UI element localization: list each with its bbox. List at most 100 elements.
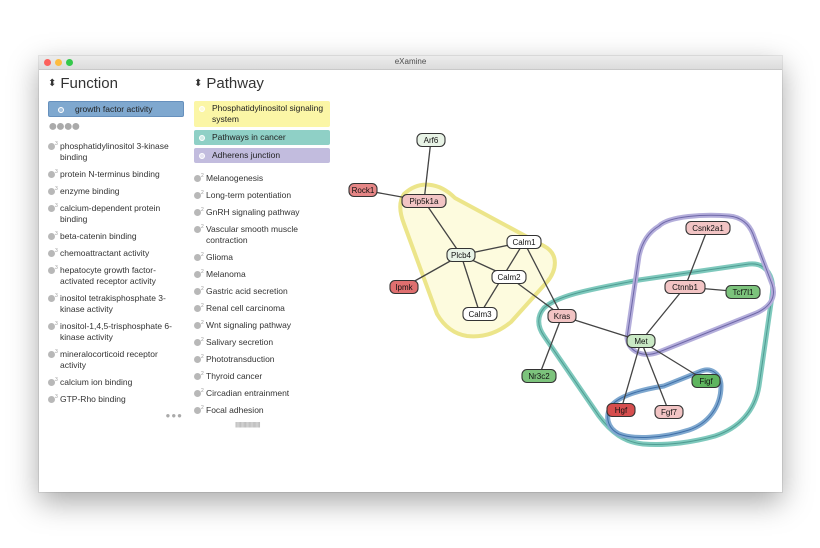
pathway-selected-label: Adherens junction: [212, 150, 281, 160]
item-count: 3: [55, 203, 58, 209]
item-count: 2: [201, 337, 204, 343]
edge-kras-nr3c2: [538, 315, 563, 377]
node-box: [654, 404, 684, 420]
node-ipmk[interactable]: Ipmk: [389, 279, 419, 295]
bullet-icon: [194, 305, 201, 312]
pathways-in-cancer-hull-outline: [538, 263, 774, 445]
item-count: 2: [201, 388, 204, 394]
pathway-selected-label: Pathways in cancer: [212, 132, 286, 142]
item-label: Circadian entrainment: [206, 388, 290, 398]
pathway-scroll-indicator[interactable]: ||||||||||||||||||||||||||||||||||||||||…: [235, 422, 261, 428]
node-calm2[interactable]: Calm2: [491, 269, 527, 285]
edge-met-fgf7: [640, 340, 670, 413]
node-hgf[interactable]: Hgf: [606, 402, 636, 418]
node-box: [521, 368, 557, 384]
zoom-window-button[interactable]: [66, 59, 73, 66]
function-heading[interactable]: ⬍Function: [48, 75, 118, 92]
item-label: Vascular smooth muscle contraction: [206, 224, 298, 245]
item-label: GnRH signaling pathway: [206, 207, 300, 217]
item-count: 2: [201, 173, 204, 179]
item-label: beta-catenin binding: [60, 231, 137, 241]
node-label: Ctnnb1: [672, 283, 698, 292]
minimize-window-button[interactable]: [55, 59, 62, 66]
node-pip5k1a[interactable]: Pip5k1a: [401, 193, 447, 209]
node-rock1[interactable]: Rock1: [348, 182, 378, 198]
node-arf6[interactable]: Arf6: [416, 132, 446, 148]
sort-icon: ⬍: [48, 78, 57, 89]
node-met[interactable]: Met: [626, 333, 656, 349]
node-plcb4[interactable]: Plcb4: [446, 247, 476, 263]
node-box: [506, 234, 542, 250]
pathway-selected-label: Phosphatidylinositol signaling system: [212, 103, 324, 124]
pathway-selected-tag[interactable]: Phosphatidylinositol signaling system: [194, 101, 330, 127]
item-label: protein N-terminus binding: [60, 169, 160, 179]
node-nr3c2[interactable]: Nr3c2: [521, 368, 557, 384]
bullet-icon: [48, 171, 55, 178]
item-label: calcium-dependent protein binding: [60, 203, 161, 224]
close-window-button[interactable]: [44, 59, 51, 66]
app-window: eXamine ⬍Function growth factor activity…: [39, 56, 782, 492]
bullet-icon: [48, 267, 55, 274]
edge-plcb4-calm3: [460, 254, 481, 315]
item-label: Glioma: [206, 252, 233, 262]
pathway-selected-tag[interactable]: Adherens junction: [194, 148, 330, 163]
checkbox-icon: [199, 135, 205, 141]
node-calm3[interactable]: Calm3: [462, 306, 498, 322]
node-figf[interactable]: Figf: [691, 373, 721, 389]
node-fgf7[interactable]: Fgf7: [654, 404, 684, 420]
item-label: mineralocorticoid receptor activity: [60, 349, 158, 370]
bullet-icon: [48, 379, 55, 386]
pathway-selected-tag[interactable]: Pathways in cancer: [194, 130, 330, 145]
node-label: Ipmk: [395, 283, 413, 292]
item-count: 2: [201, 354, 204, 360]
item-label: GTP-Rho binding: [60, 394, 126, 404]
pathway-heading[interactable]: ⬍Pathway: [194, 75, 264, 92]
function-more-indicator[interactable]: ●●●●: [48, 118, 81, 135]
node-calm1[interactable]: Calm1: [506, 234, 542, 250]
node-kras[interactable]: Kras: [547, 308, 577, 324]
function-list-more[interactable]: ●●●: [165, 411, 183, 420]
node-ctnnb1[interactable]: Ctnnb1: [664, 279, 706, 295]
checkbox-icon: [199, 106, 205, 112]
edge-pip5k1a-plcb4: [423, 200, 462, 256]
bullet-icon: [48, 188, 55, 195]
node-box: [401, 193, 447, 209]
node-box: [664, 279, 706, 295]
item-count: 2: [201, 207, 204, 213]
node-csnk2a1[interactable]: Csnk2a1: [685, 220, 731, 236]
item-count: 3: [55, 141, 58, 147]
function-selected-tag[interactable]: growth factor activity: [48, 101, 184, 117]
node-tcf7l1[interactable]: Tcf7l1: [725, 284, 761, 300]
